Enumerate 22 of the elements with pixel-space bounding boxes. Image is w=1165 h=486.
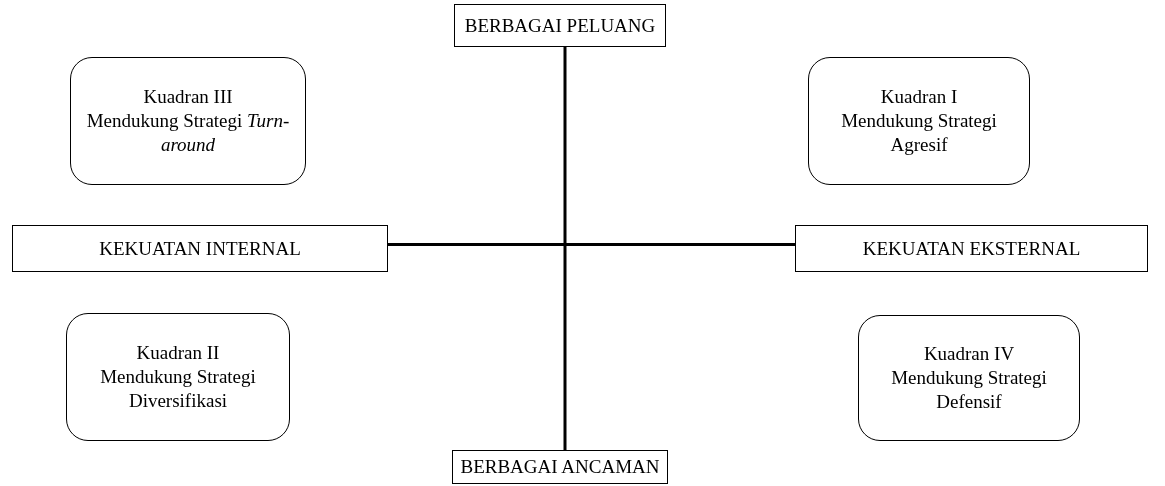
axis-label: BERBAGAI PELUANG (464, 13, 656, 38)
strategy-text: Mendukung Strategi Turn-around (85, 109, 291, 157)
quadrant-title: Kuadran II (136, 341, 220, 366)
quadrant-title: Kuadran I (880, 85, 958, 110)
quadrant-title: Kuadran IV (923, 342, 1015, 367)
quadrant-box (70, 57, 306, 185)
strategy-text: Mendukung Strategi Agresif (840, 109, 998, 157)
strategy-text: Mendukung Strategi Diversifikasi (99, 365, 257, 413)
axis-label: KEKUATAN EKSTERNAL (862, 236, 1081, 261)
axis-label: BERBAGAI ANCAMAN (460, 455, 660, 479)
quadrant-box (858, 315, 1080, 441)
axis-line (388, 243, 795, 246)
axis-line (563, 47, 567, 450)
strategy-text: Mendukung Strategi Defensif (890, 366, 1048, 414)
axis-label-box (795, 225, 1148, 272)
quadrant-title: Kuadran III (143, 85, 233, 110)
axis-label: KEKUATAN INTERNAL (99, 236, 301, 261)
axis-label-box (454, 4, 666, 47)
quadrant-box (66, 313, 290, 441)
quadrant-box (808, 57, 1030, 185)
axis-label-box (12, 225, 388, 272)
axis-label-box (452, 450, 668, 484)
